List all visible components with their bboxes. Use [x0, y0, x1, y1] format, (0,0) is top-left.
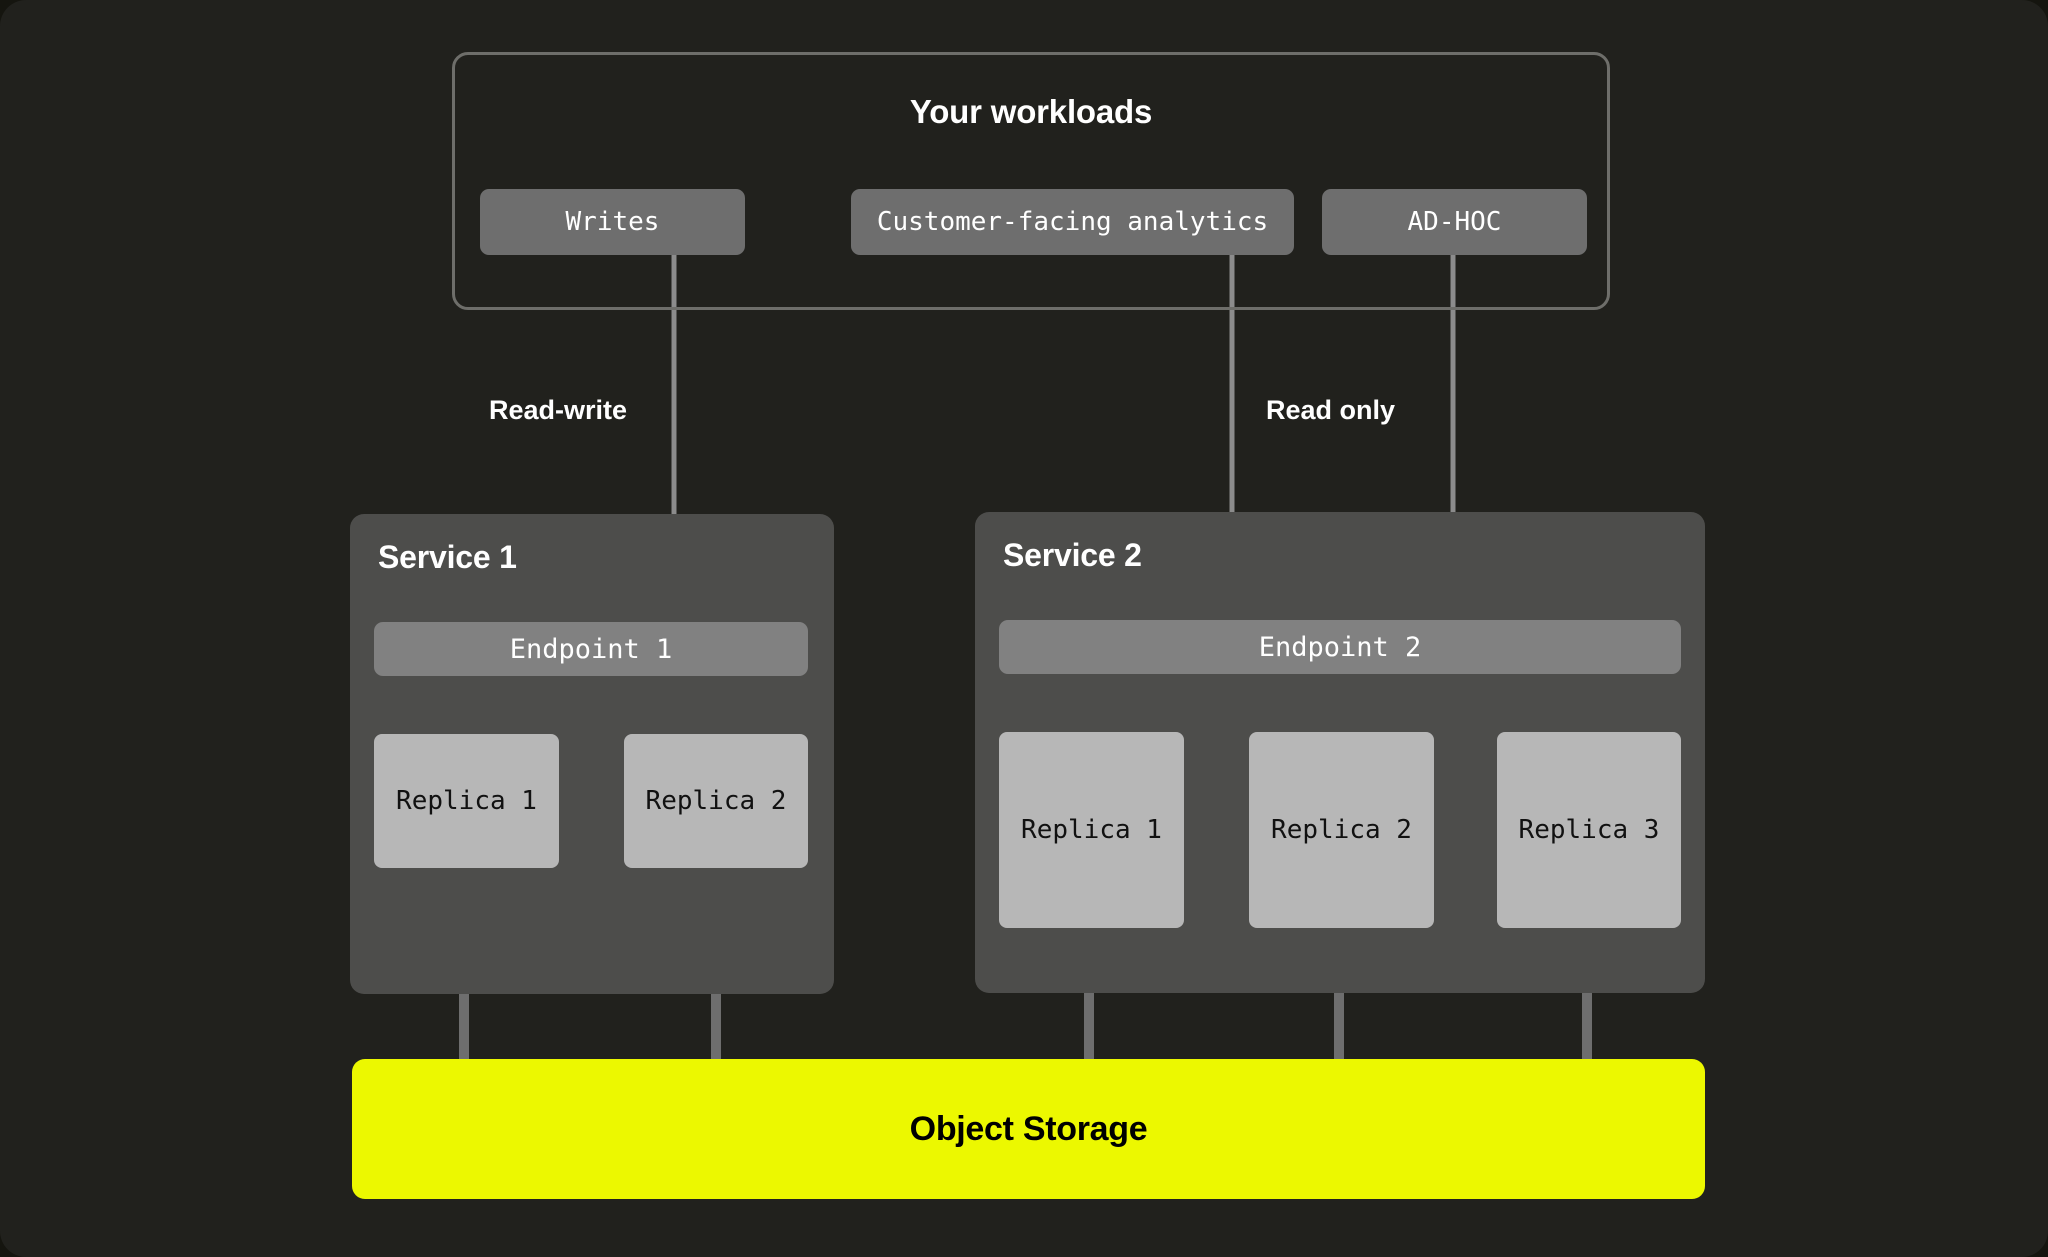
edge-label-read-only: Read only: [1266, 395, 1396, 425]
object-storage-box[interactable]: Object Storage: [352, 1059, 1705, 1199]
workload-ad-hoc[interactable]: AD-HOC: [1322, 189, 1587, 255]
workload-writes[interactable]: Writes: [480, 189, 745, 255]
service-2-replica-3[interactable]: Replica 3: [1497, 732, 1681, 928]
service-1-box[interactable]: Service 1 Endpoint 1 Replica 1 Replica 2: [350, 514, 834, 994]
endpoint-2[interactable]: Endpoint 2: [999, 620, 1681, 674]
service-1-replica-2[interactable]: Replica 2: [624, 734, 808, 868]
endpoint-1[interactable]: Endpoint 1: [374, 622, 808, 676]
workload-customer-facing-analytics[interactable]: Customer-facing analytics: [851, 189, 1294, 255]
workloads-title: Your workloads: [909, 93, 1153, 130]
object-storage-label: Object Storage: [909, 1109, 1148, 1148]
edge-label-read-write: Read-write: [489, 395, 628, 425]
service-2-replica-1[interactable]: Replica 1: [999, 732, 1184, 928]
service-2-title: Service 2: [1003, 537, 1142, 573]
service-1-replica-1[interactable]: Replica 1: [374, 734, 559, 868]
service-2-box[interactable]: Service 2 Endpoint 2 Replica 1 Replica 2…: [975, 512, 1705, 993]
workloads-container: Your workloads: [452, 52, 1610, 310]
service-2-replica-2[interactable]: Replica 2: [1249, 732, 1434, 928]
service-1-title: Service 1: [378, 539, 517, 575]
